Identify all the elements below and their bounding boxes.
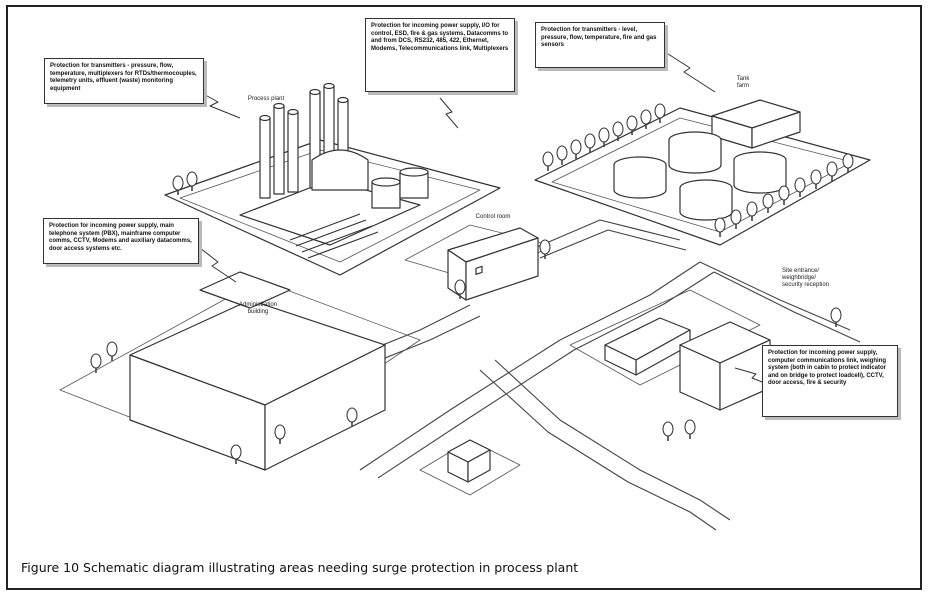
- callout-process-plant: Protection for transmitters - pressure, …: [44, 58, 204, 104]
- label-tank-farm-line1: Tank: [736, 76, 750, 82]
- label-admin-line1: Administration: [238, 302, 277, 308]
- callout-leaders: [199, 51, 771, 386]
- figure-caption: Figure 10 Schematic diagram illustrating…: [21, 560, 579, 575]
- tank-farm-area: [534, 99, 871, 246]
- callout-site-entrance: Protection for incoming power supply, co…: [762, 345, 898, 417]
- label-administration: Administration building: [228, 302, 288, 316]
- label-process-plant: Process plant: [247, 96, 285, 102]
- label-site-line2: weighbridge/: [782, 275, 817, 281]
- callout-tank-farm: Protection for transmitters - level, pre…: [535, 22, 665, 68]
- label-site-line1: Site entrance/: [782, 268, 820, 274]
- substation-kiosk: [419, 439, 521, 496]
- label-tank-farm: Tank farm: [728, 76, 758, 90]
- road-network: [231, 219, 861, 531]
- callout-administration: Protection for incoming power supply, ma…: [43, 218, 199, 264]
- label-site-entrance: Site entrance/ weighbridge/ security rec…: [782, 268, 852, 289]
- label-admin-line2: building: [247, 309, 269, 315]
- site-entrance-area: [569, 289, 771, 411]
- administration-building: [59, 271, 421, 471]
- control-room-building: [404, 224, 551, 301]
- label-control-room: Control room: [475, 214, 511, 220]
- process-plant-area: [164, 82, 501, 276]
- label-site-line3: security reception: [782, 282, 830, 288]
- callout-control-room: Protection for incoming power supply, I/…: [365, 18, 515, 92]
- label-tank-farm-line2: farm: [737, 83, 749, 89]
